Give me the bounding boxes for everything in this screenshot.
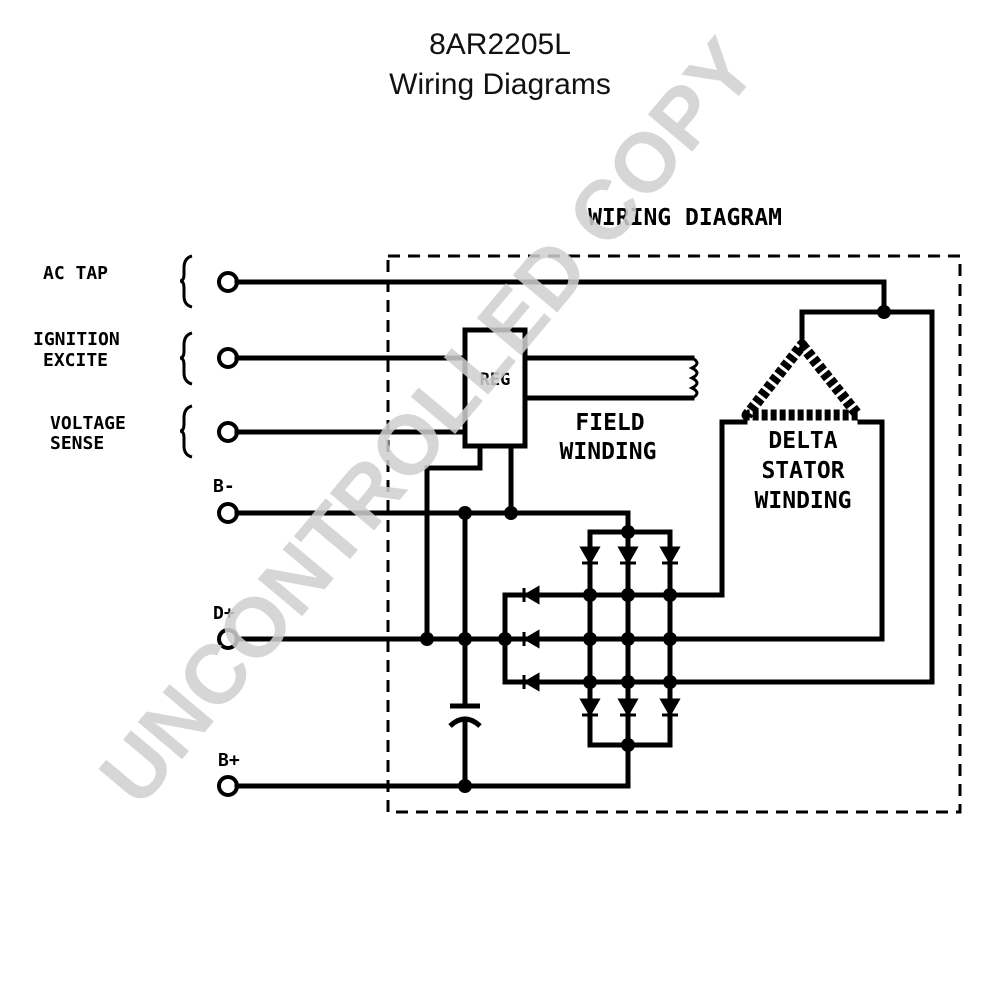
brace-ac-tap	[179, 254, 193, 309]
stator-top-wire	[667, 309, 935, 685]
page-subtitle: Wiring Diagrams	[389, 68, 611, 101]
ignition-label: IGNITION	[33, 329, 120, 350]
winding-label: WINDING	[560, 439, 657, 465]
b-minus-terminal	[217, 502, 239, 524]
excite-label: EXCITE	[43, 350, 108, 371]
b-plus-wire	[234, 742, 631, 789]
brace-voltage	[179, 404, 193, 459]
alternator-enclosure	[386, 254, 962, 814]
negative-diodes	[579, 546, 681, 566]
field-coil	[688, 356, 699, 400]
ac-tap-wire	[234, 279, 887, 315]
stator-right-wire	[667, 419, 885, 642]
voltage-label: VOLTAGE	[50, 413, 126, 434]
stator-label: STATOR	[761, 458, 844, 484]
ac-tap-terminal	[217, 271, 239, 293]
regulator-box	[462, 327, 528, 449]
regulator-label: REG	[480, 370, 511, 390]
model-title: 8AR2205L	[429, 28, 571, 61]
exciter-diodes	[522, 585, 540, 692]
positive-diodes	[579, 698, 681, 718]
d-plus-label: D+	[213, 603, 235, 624]
voltage-sense-terminal	[217, 421, 239, 443]
b-plus-terminal	[217, 775, 239, 797]
b-plus-label: B+	[218, 750, 240, 771]
diagram-heading: WIRING DIAGRAM	[588, 205, 782, 231]
field-winding-wire	[522, 355, 695, 401]
junction-dots	[420, 305, 891, 793]
b-minus-label: B-	[213, 476, 235, 497]
stator-winding-label: WINDING	[755, 488, 852, 514]
sense-label: SENSE	[50, 433, 104, 454]
aux-diode-bus	[502, 592, 593, 685]
reg-ground-wire	[424, 443, 483, 642]
delta-stator-winding	[741, 339, 864, 421]
ac-tap-label: AC TAP	[43, 263, 108, 284]
stator-left-wire	[667, 419, 748, 598]
brace-ignition	[179, 331, 193, 386]
field-label: FIELD	[575, 410, 644, 436]
delta-label: DELTA	[768, 428, 837, 454]
capacitor-symbol	[448, 703, 482, 728]
ignition-terminal	[217, 347, 239, 369]
